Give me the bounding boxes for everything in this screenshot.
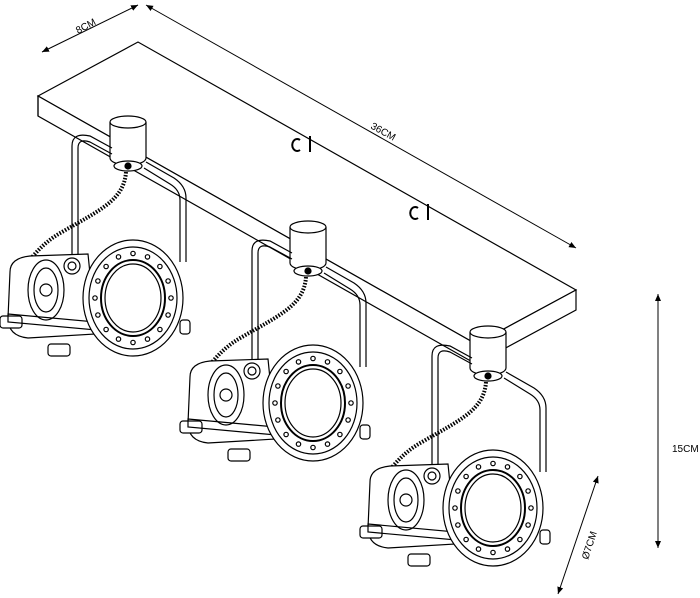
ring-hole <box>283 431 289 438</box>
ring-hole <box>463 536 469 543</box>
front-ring <box>442 449 544 567</box>
ring-hole <box>455 522 461 528</box>
ring-hole <box>168 295 174 301</box>
height-label: 15CM <box>672 444 699 455</box>
stem-cylinder <box>469 325 507 382</box>
ring-hole <box>272 400 278 406</box>
length-label: 36CM <box>369 121 398 144</box>
ring-hole <box>337 368 343 375</box>
ring-hole <box>525 522 531 528</box>
diameter-label: Ø7CM <box>580 530 599 561</box>
stem-cylinder <box>289 220 327 277</box>
ring-hole <box>504 546 511 552</box>
diameter-dimension: Ø7CM <box>557 475 600 595</box>
depth-label: 8CM <box>74 17 98 37</box>
pivot-knob <box>539 529 551 545</box>
front-ring <box>82 239 184 357</box>
yoke-bracket <box>431 344 547 472</box>
ring-hole <box>345 383 351 389</box>
ring-hole <box>103 263 109 270</box>
yoke-bracket <box>251 239 367 367</box>
ring-hole <box>345 417 351 423</box>
pivot-knob <box>179 319 191 335</box>
stem-cylinder <box>109 115 147 172</box>
screw-slot-1 <box>291 136 311 152</box>
front-ring <box>262 344 364 462</box>
ring-hole <box>275 383 281 389</box>
lamp-housing <box>0 253 97 357</box>
ring-hole <box>295 359 302 365</box>
ring-hole <box>525 488 531 494</box>
ring-hole <box>157 326 163 333</box>
ring-hole <box>157 263 163 270</box>
ring-hole <box>490 549 496 556</box>
ring-hole <box>115 254 122 260</box>
ring-hole <box>144 254 151 260</box>
ring-hole <box>130 250 136 257</box>
lamp-housing <box>359 463 457 567</box>
ring-hole <box>490 460 496 467</box>
spotlight-center <box>179 220 371 462</box>
spotlight-right <box>359 325 551 567</box>
ring-hole <box>455 488 461 494</box>
ring-hole <box>452 505 458 511</box>
spotlights <box>0 115 551 567</box>
lamp-housing <box>179 358 277 462</box>
ring-hole <box>337 431 343 438</box>
screw-slot-2 <box>409 204 429 220</box>
ring-hole <box>475 464 482 470</box>
pivot-knob <box>359 424 371 440</box>
ring-hole <box>475 546 482 552</box>
ring-hole <box>517 536 523 543</box>
ring-hole <box>463 473 469 480</box>
ring-hole <box>165 312 171 318</box>
ring-hole <box>310 355 316 362</box>
yoke-bracket <box>71 134 187 262</box>
ring-hole <box>115 336 122 342</box>
ring-hole <box>504 464 511 470</box>
ring-hole <box>95 312 101 318</box>
ring-hole <box>275 417 281 423</box>
depth-dimension: 8CM <box>41 4 139 53</box>
ring-hole <box>310 444 316 451</box>
ring-hole <box>92 295 98 301</box>
ring-hole <box>324 441 331 447</box>
ring-hole <box>95 278 101 284</box>
spotlight-left <box>0 115 191 357</box>
height-dimension: 15CM <box>655 294 699 548</box>
ring-hole <box>165 278 171 284</box>
ring-hole <box>130 339 136 346</box>
ring-hole <box>144 336 151 342</box>
ring-hole <box>295 441 302 447</box>
ring-hole <box>348 400 354 406</box>
ring-hole <box>517 473 523 480</box>
ring-hole <box>283 368 289 375</box>
ring-hole <box>528 505 534 511</box>
ring-hole <box>324 359 331 365</box>
ring-hole <box>103 326 109 333</box>
